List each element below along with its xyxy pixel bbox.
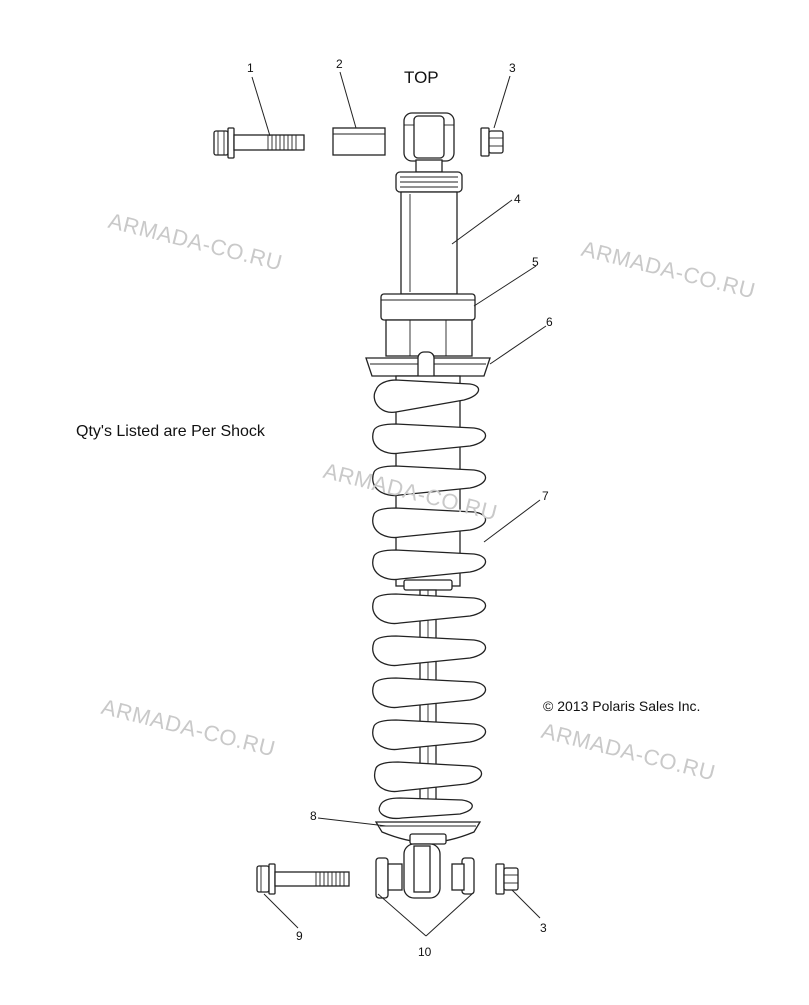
flange-nut-icon <box>480 127 504 157</box>
spacer-bushing-icon <box>332 127 386 156</box>
quantity-note: Qty's Listed are Per Shock <box>76 423 265 440</box>
callout-7: 7 <box>542 489 549 503</box>
spring-seat-icon <box>374 821 482 845</box>
copyright-notice: © 2013 Polaris Sales Inc. <box>543 698 701 714</box>
flange-bolt-icon <box>213 127 305 159</box>
adjuster-ring-icon <box>380 293 476 357</box>
callout-10: 10 <box>418 945 432 959</box>
coil-spring-icon <box>372 379 487 820</box>
lower-bolt-icon <box>256 863 350 895</box>
callout-4: 4 <box>514 192 521 206</box>
callout-5: 5 <box>532 255 539 269</box>
leader-lines <box>251 71 547 937</box>
callout-3-lower: 3 <box>540 921 547 935</box>
callout-8: 8 <box>310 809 317 823</box>
shock-body-icon <box>400 191 458 295</box>
callout-9: 9 <box>296 929 303 943</box>
lower-mount-bushing-icon <box>375 843 475 899</box>
upper-eye-mount <box>395 112 463 193</box>
callout-1: 1 <box>247 61 254 75</box>
callout-3-upper: 3 <box>509 61 516 75</box>
callout-6: 6 <box>546 315 553 329</box>
callout-2: 2 <box>336 57 343 71</box>
flange-nut-icon <box>495 863 519 895</box>
top-orientation-label: TOP <box>404 68 439 87</box>
